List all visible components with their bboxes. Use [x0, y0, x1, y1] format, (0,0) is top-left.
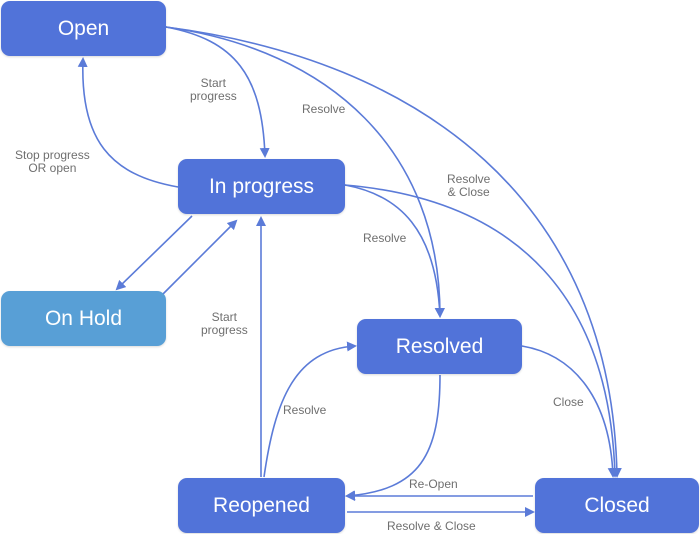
node-reopened[interactable]: Reopened [178, 478, 345, 533]
edge-in-progress-to-resolved [344, 184, 445, 318]
edge-open-to-closed [165, 26, 622, 478]
edge-in-progress-to-open [77, 57, 179, 188]
label-in-progress-resolve: Resolve [363, 231, 407, 245]
label-re-open: Re-Open [409, 477, 458, 491]
edge-on-hold-to-in-progress [162, 219, 238, 295]
label-resolved-close: Close [553, 395, 584, 409]
edge-reopened-to-resolved [263, 341, 357, 478]
edge-open-to-in-progress [165, 26, 270, 158]
edge-in-progress-to-closed [344, 184, 620, 478]
label-stop-progress-or-open: Stop progress OR open [15, 148, 90, 175]
node-resolved[interactable]: Resolved [357, 319, 522, 374]
label-open-resolve: Resolve [302, 102, 346, 116]
node-closed[interactable]: Closed [535, 478, 699, 533]
edge-resolved-to-closed [521, 345, 618, 478]
edge-resolved-to-reopened [345, 374, 441, 501]
edge-in-progress-to-on-hold [115, 215, 193, 291]
label-reopened-resolve: Resolve [283, 403, 327, 417]
node-on-hold[interactable]: On Hold [1, 291, 166, 346]
node-open[interactable]: Open [1, 1, 166, 56]
label-reopened-start-progress: Start progress [201, 310, 248, 337]
label-resolve-and-close: Resolve & Close [387, 519, 476, 533]
label-open-resolve-close: Resolve & Close [447, 172, 491, 199]
node-in-progress[interactable]: In progress [178, 159, 345, 214]
label-open-start-progress: Start progress [190, 76, 237, 103]
edge-open-to-resolved [165, 26, 445, 318]
